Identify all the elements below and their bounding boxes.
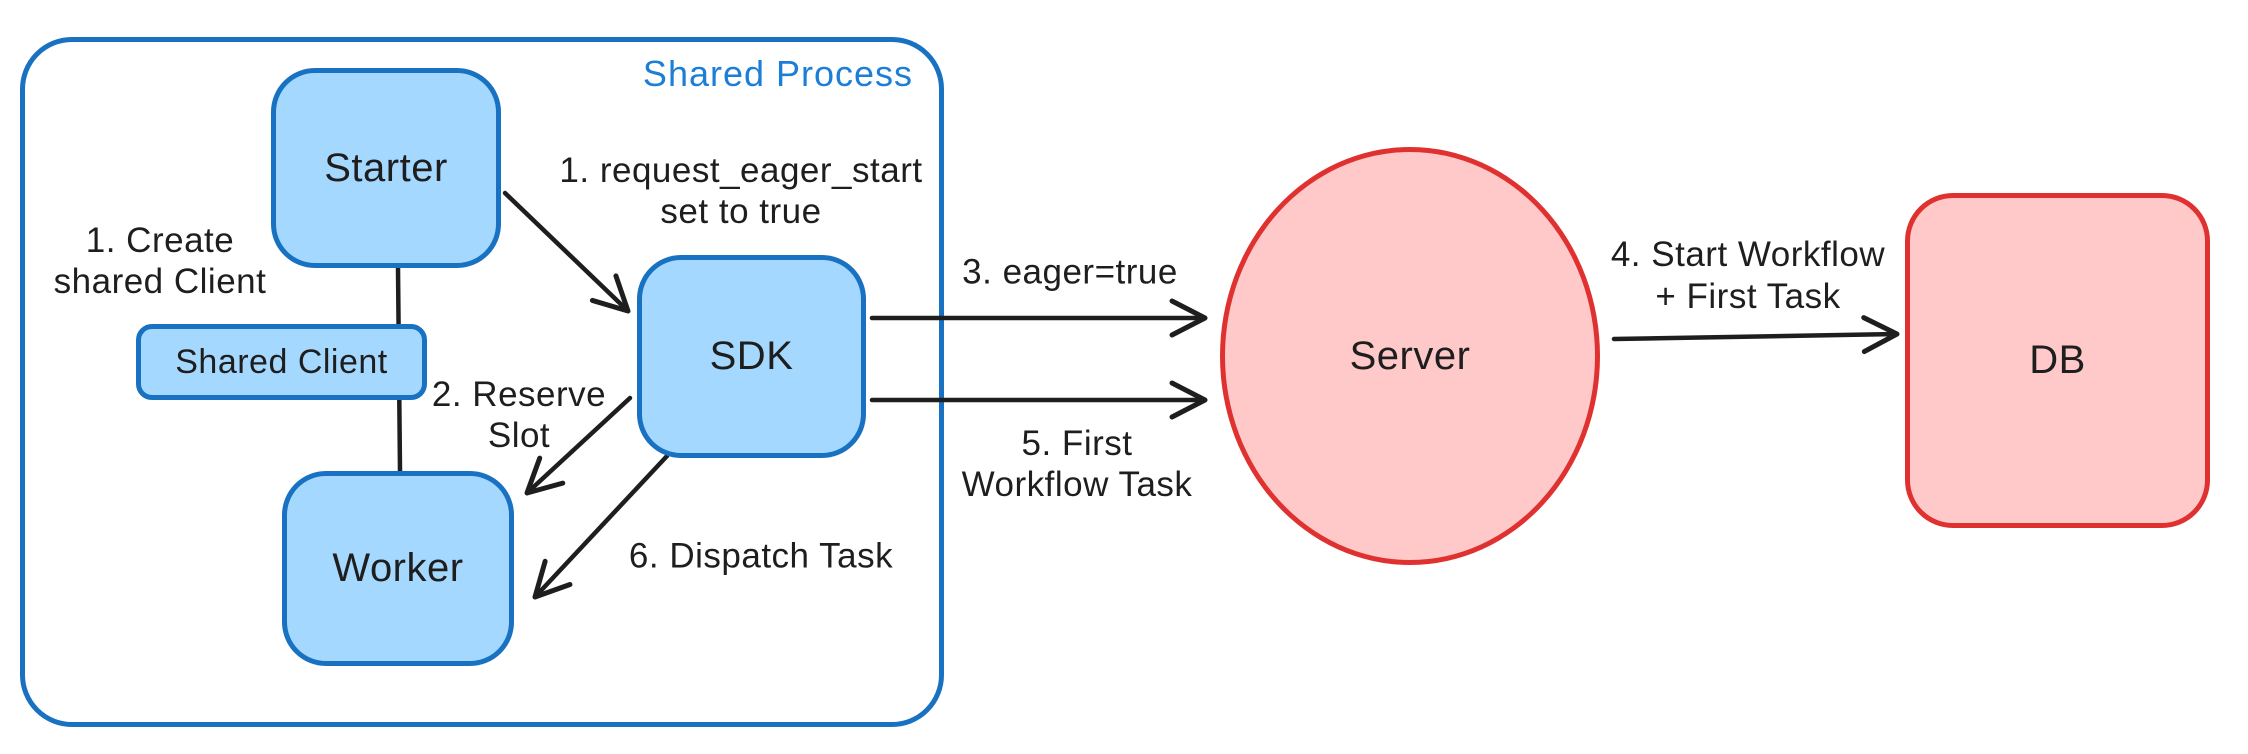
shared-process-container (20, 37, 944, 727)
node-starter-label: Starter (324, 145, 448, 190)
annotation-line: 3. eager=true (962, 252, 1178, 292)
annotation-first-workflow-task: 5. First Workflow Task (962, 423, 1193, 505)
annotation-line: shared Client (53, 262, 267, 301)
annotation-line: set to true (660, 192, 822, 231)
annotation-line: 2. Reserve (431, 375, 607, 414)
annotation-create-shared-client: 1. Create shared Client (54, 220, 267, 302)
node-shared-client-label: Shared Client (175, 342, 388, 381)
annotation-line: 1. Create (85, 221, 235, 260)
annotation-reserve-slot: 2. Reserve Slot (432, 374, 606, 456)
annotation-start-workflow-first-task: 4. Start Workflow + First Task (1611, 234, 1885, 318)
annotation-line: Workflow Task (961, 465, 1193, 504)
annotation-line: 1. request_eager_start (559, 151, 923, 190)
annotation-line: 6. Dispatch Task (628, 536, 894, 576)
node-server-label: Server (1349, 333, 1471, 378)
annotation-line: Slot (487, 416, 551, 455)
annotation-request-eager-start: 1. request_eager_start set to true (559, 150, 922, 232)
node-sdk-label: SDK (709, 334, 794, 378)
node-server: Server (1220, 147, 1600, 565)
annotation-eager-true: 3. eager=true (962, 252, 1178, 293)
shared-process-title: Shared Process (642, 53, 914, 94)
node-worker-label: Worker (332, 546, 464, 590)
annotation-line: 4. Start Workflow (1610, 235, 1886, 274)
arrow-server-to-db (1611, 315, 1900, 355)
node-sdk: SDK (637, 255, 866, 458)
node-db-label: DB (2029, 338, 2086, 382)
annotation-line: 5. First (1021, 424, 1133, 463)
node-worker: Worker (282, 471, 514, 666)
node-shared-client: Shared Client (136, 324, 427, 400)
node-starter: Starter (271, 68, 501, 268)
annotation-dispatch-task: 6. Dispatch Task (629, 536, 893, 577)
node-db: DB (1905, 193, 2210, 528)
annotation-line: + First Task (1655, 277, 1841, 316)
